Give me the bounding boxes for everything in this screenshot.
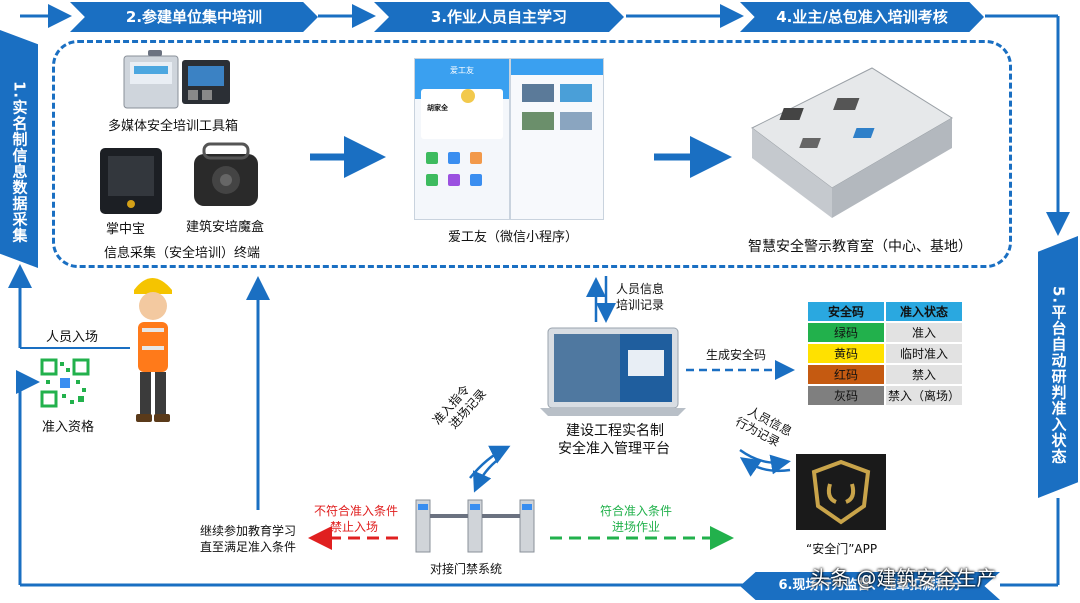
table-row: 绿码 准入 bbox=[806, 321, 964, 344]
watermark-text: 头条 @建筑安全生产 bbox=[810, 566, 997, 590]
grid-icon bbox=[426, 174, 438, 186]
platform-label-1: 建设工程实名制 bbox=[566, 423, 664, 439]
laptop-platform-image bbox=[540, 327, 686, 416]
gate-system-label: 对接门禁系统 bbox=[430, 562, 503, 576]
phone-title: 爱工友 bbox=[450, 66, 474, 75]
grid-icon bbox=[448, 174, 460, 186]
aigongyou-phone-2 bbox=[510, 58, 604, 220]
banner-step-3: 3.作业人员自主学习 bbox=[374, 2, 624, 32]
toolbox-label: 多媒体安全培训工具箱 bbox=[108, 119, 239, 134]
table-header-row: 安全码 准入状态 bbox=[806, 300, 964, 323]
banner-step-6: 6.现场行为监督、违章扣减积分 bbox=[740, 572, 1000, 600]
table-row: 灰码 禁入（离场） bbox=[806, 384, 964, 407]
worker-figure bbox=[134, 278, 172, 422]
code-cell-gray: 灰码 bbox=[806, 384, 886, 407]
thumb-image bbox=[522, 112, 554, 130]
banner-step-4: 4.业主/总包准入培训考核 bbox=[740, 2, 984, 32]
phone2-header bbox=[511, 59, 603, 75]
thumb-image bbox=[560, 84, 592, 102]
table-row: 红码 禁入 bbox=[806, 363, 964, 386]
grid-icon bbox=[426, 152, 438, 164]
info-training-label-2: 培训记录 bbox=[616, 298, 665, 312]
banner-step-2-label: 2.参建单位集中培训 bbox=[125, 8, 263, 26]
pass-condition-label-1: 符合准入条件 bbox=[600, 504, 673, 518]
banner-step-6-label: 6.现场行为监督、违章扣减积分 bbox=[778, 578, 962, 593]
table-header-status: 准入状态 bbox=[884, 300, 964, 323]
banner-step-1: 1.实名制信息数据采集 bbox=[0, 30, 38, 268]
code-cell-yellow: 黄码 bbox=[806, 342, 886, 365]
mohe-image bbox=[194, 142, 258, 206]
continue-learning-label-1: 继续参加教育学习 bbox=[200, 524, 297, 538]
code-cell-green: 绿码 bbox=[806, 321, 886, 344]
education-room-image bbox=[751, 67, 953, 218]
banner-step-4-label: 4.业主/总包准入培训考核 bbox=[776, 8, 948, 26]
admission-qualification-label: 准入资格 bbox=[42, 420, 95, 435]
fail-condition-label-2: 禁止入场 bbox=[330, 520, 379, 534]
banner-step-5-label: 5.平台自动研判准入状态 bbox=[1049, 285, 1068, 465]
education-room-label: 智慧安全警示教育室（中心、基地） bbox=[748, 239, 972, 255]
fail-condition-label-1: 不符合准入条件 bbox=[314, 504, 399, 518]
qr-code-image bbox=[40, 358, 90, 408]
info-training-label-1: 人员信息 bbox=[616, 282, 665, 296]
grid-icon bbox=[470, 152, 482, 164]
code-cell-red: 红码 bbox=[806, 363, 886, 386]
turnstile-gates-image bbox=[415, 499, 535, 553]
aigongyou-label: 爱工友（微信小程序） bbox=[448, 230, 579, 245]
personnel-entry-label: 人员入场 bbox=[46, 330, 99, 345]
mohe-label: 建筑安培魔盒 bbox=[186, 220, 265, 235]
anquanmen-app-logo bbox=[796, 454, 886, 530]
status-cell: 临时准入 bbox=[884, 342, 964, 365]
thumb-image bbox=[560, 112, 592, 130]
generate-code-label: 生成安全码 bbox=[706, 348, 767, 362]
continue-learning-label-2: 直至满足准入条件 bbox=[200, 540, 297, 554]
grid-icon bbox=[448, 152, 460, 164]
thumb-image bbox=[522, 84, 554, 102]
phone-profile-card: 胡家全 bbox=[421, 89, 503, 139]
banner-step-5: 5.平台自动研判准入状态 bbox=[1038, 236, 1078, 498]
status-cell: 禁入（离场） bbox=[884, 384, 964, 407]
zhangzhongbao-image bbox=[100, 148, 162, 214]
zhangzhongbao-label: 掌中宝 bbox=[106, 222, 146, 237]
phone2-thumbs bbox=[519, 81, 603, 137]
table-row: 黄码 临时准入 bbox=[806, 342, 964, 365]
banner-step-1-label: 1.实名制信息数据采集 bbox=[10, 80, 29, 244]
app-label: “安全门”APP bbox=[806, 542, 878, 556]
aigongyou-phone: 爱工友 胡家全 bbox=[414, 58, 510, 220]
safety-code-table: 安全码 准入状态 绿码 准入 黄码 临时准入 红码 禁入 灰码 禁入（离场） bbox=[806, 300, 964, 407]
status-cell: 准入 bbox=[884, 321, 964, 344]
toolbox-image bbox=[123, 50, 230, 109]
pass-condition-label-2: 进场作业 bbox=[612, 520, 661, 534]
avatar bbox=[461, 89, 475, 103]
grid-icon bbox=[470, 174, 482, 186]
banner-step-3-label: 3.作业人员自主学习 bbox=[430, 8, 568, 26]
phone-icon-grid bbox=[421, 149, 503, 193]
banner-step-2: 2.参建单位集中培训 bbox=[70, 2, 318, 32]
table-header-code: 安全码 bbox=[806, 300, 886, 323]
terminal-label: 信息采集（安全培训）终端 bbox=[104, 246, 261, 261]
platform-label-2: 安全准入管理平台 bbox=[558, 441, 670, 457]
training-stage-container bbox=[52, 40, 1012, 268]
phone-user-name: 胡家全 bbox=[427, 104, 448, 112]
status-cell: 禁入 bbox=[884, 363, 964, 386]
